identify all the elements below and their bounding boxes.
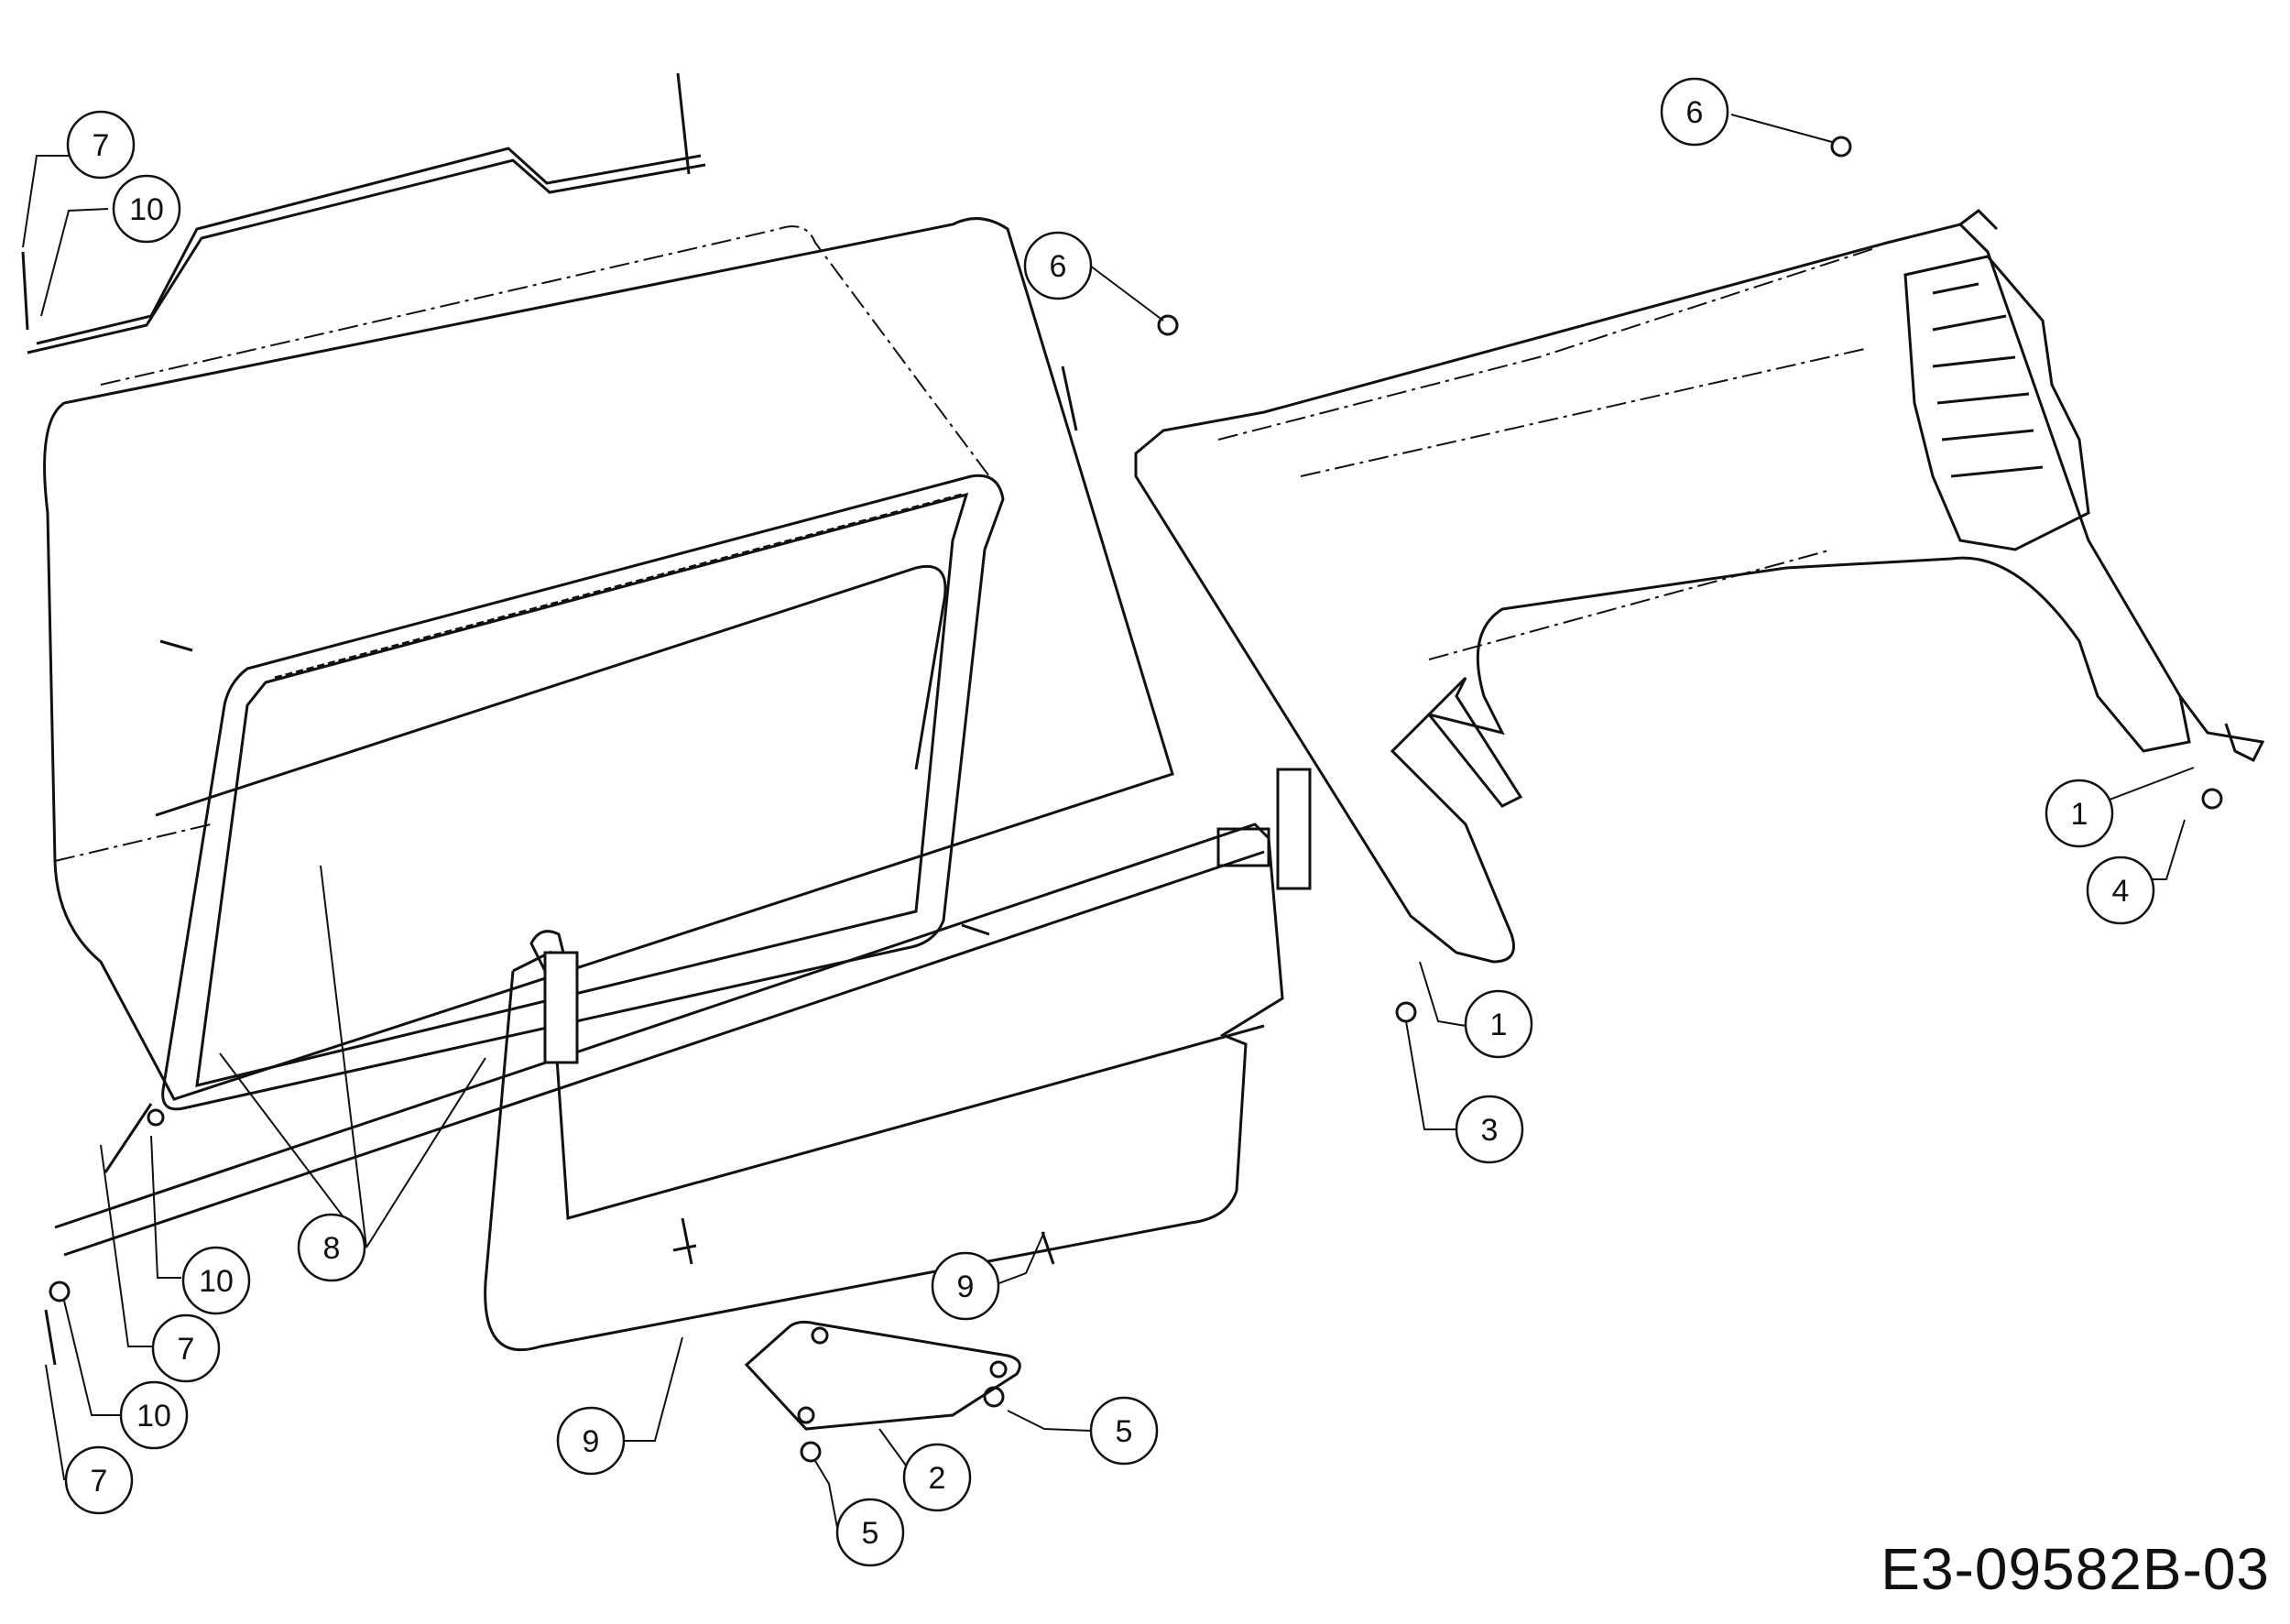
- callout-label: 10: [199, 1264, 234, 1299]
- callout-label: 10: [129, 192, 164, 227]
- callout-10-bottom: 10: [119, 1380, 189, 1450]
- callout-bubbles: 7 10 6 6 1 4 1 3: [64, 77, 2155, 1567]
- callout-8: 8: [297, 1213, 366, 1282]
- callout-5-right: 5: [1089, 1396, 1159, 1466]
- grass-bag: [43, 217, 1174, 1101]
- callout-7-bottom: 7: [64, 1445, 134, 1515]
- bracket-plate: [744, 1320, 1021, 1431]
- callout-6-right: 6: [1660, 77, 1729, 147]
- callout-9-right: 9: [931, 1251, 1000, 1321]
- callout-7-mid: 7: [151, 1313, 221, 1383]
- callout-7-top: 7: [66, 110, 136, 180]
- fasteners: [21, 72, 2223, 1463]
- bag-frame: [161, 474, 1005, 1111]
- drawing-code-label: E3-09582B-03: [1881, 1536, 2270, 1602]
- callout-label: 7: [93, 128, 110, 163]
- bag-carrier-frame: [54, 768, 1312, 1352]
- callout-label: 8: [323, 1231, 341, 1266]
- callout-label: 7: [91, 1464, 108, 1499]
- callout-4: 4: [2086, 856, 2155, 925]
- callout-6-mid: 6: [1023, 231, 1093, 300]
- callout-label: 2: [929, 1461, 946, 1496]
- callout-label: 7: [178, 1332, 195, 1367]
- callout-label: 6: [1686, 95, 1704, 130]
- callout-2: 2: [902, 1443, 972, 1512]
- callout-3: 3: [1455, 1095, 1524, 1164]
- bag-handle-tube: [27, 147, 706, 354]
- callout-label: 1: [1490, 1008, 1508, 1042]
- rear-chute-cover: [1134, 209, 2265, 964]
- callout-label: 9: [583, 1424, 600, 1459]
- callout-label: 9: [957, 1270, 975, 1304]
- callout-1-right: 1: [2045, 779, 2114, 848]
- callout-label: 10: [136, 1399, 171, 1433]
- callout-9-left: 9: [556, 1406, 626, 1476]
- callout-label: 1: [2071, 797, 2088, 832]
- callout-label: 4: [2112, 874, 2130, 909]
- callout-label: 6: [1050, 249, 1067, 284]
- callout-label: 5: [1116, 1414, 1133, 1449]
- callout-5-bottom: 5: [835, 1498, 905, 1567]
- callout-10-top: 10: [112, 174, 181, 244]
- callout-label: 3: [1481, 1113, 1499, 1148]
- callout-1-mid: 1: [1464, 989, 1533, 1059]
- callout-label: 5: [862, 1516, 879, 1551]
- callout-10-mid: 10: [181, 1246, 251, 1315]
